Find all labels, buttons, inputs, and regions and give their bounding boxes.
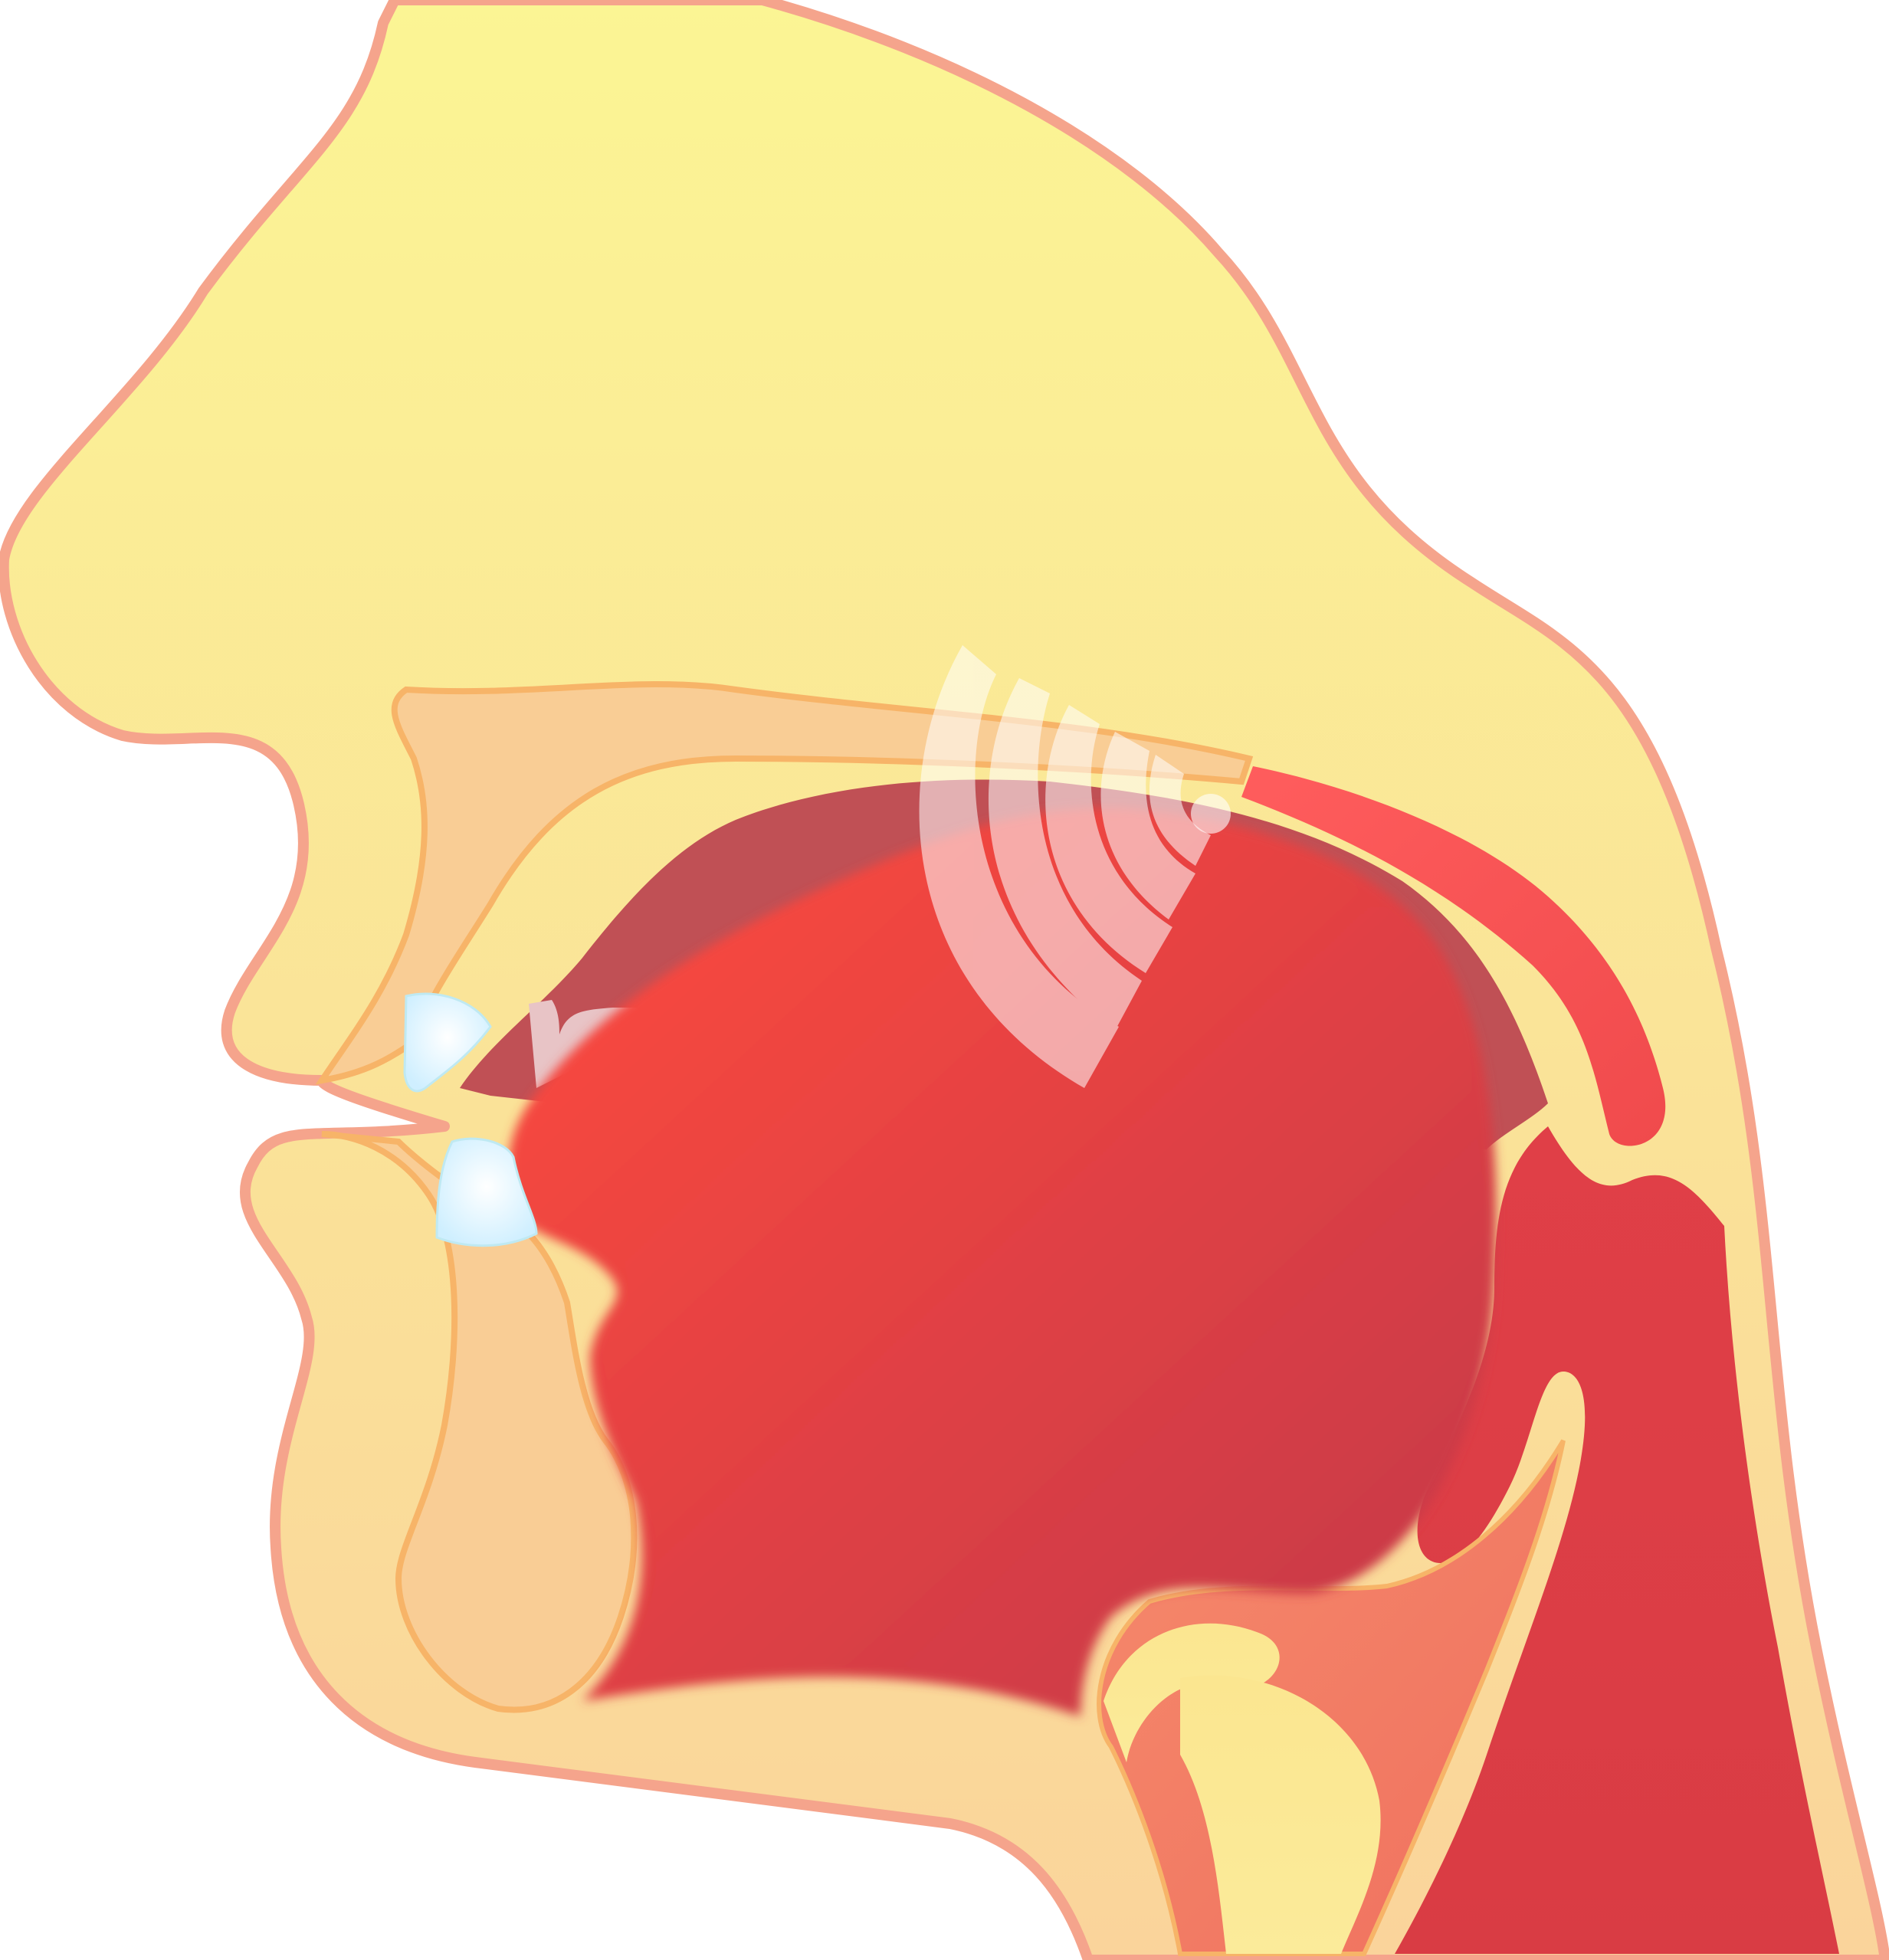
thyroid-cartilage bbox=[1180, 1675, 1381, 1954]
epiglottis bbox=[1104, 1623, 1280, 1762]
sound-wave-arc bbox=[919, 645, 1119, 1088]
upper-incisor-icon bbox=[403, 992, 492, 1093]
tongue bbox=[508, 808, 1497, 1716]
sound-wave-arc bbox=[1149, 755, 1211, 866]
sound-source-dot bbox=[1191, 794, 1231, 834]
sound-wave-icon bbox=[919, 645, 1211, 1088]
sound-wave-arc bbox=[1100, 732, 1195, 919]
pharynx bbox=[1395, 1126, 1839, 1954]
upper-lip-region bbox=[315, 681, 1254, 1085]
soft-palate bbox=[1241, 766, 1666, 1146]
lower-lip-region bbox=[321, 1131, 638, 1713]
sound-wave-arc bbox=[1045, 705, 1172, 973]
sound-wave-arc bbox=[988, 678, 1142, 1031]
lower-incisor-icon bbox=[435, 1137, 538, 1247]
